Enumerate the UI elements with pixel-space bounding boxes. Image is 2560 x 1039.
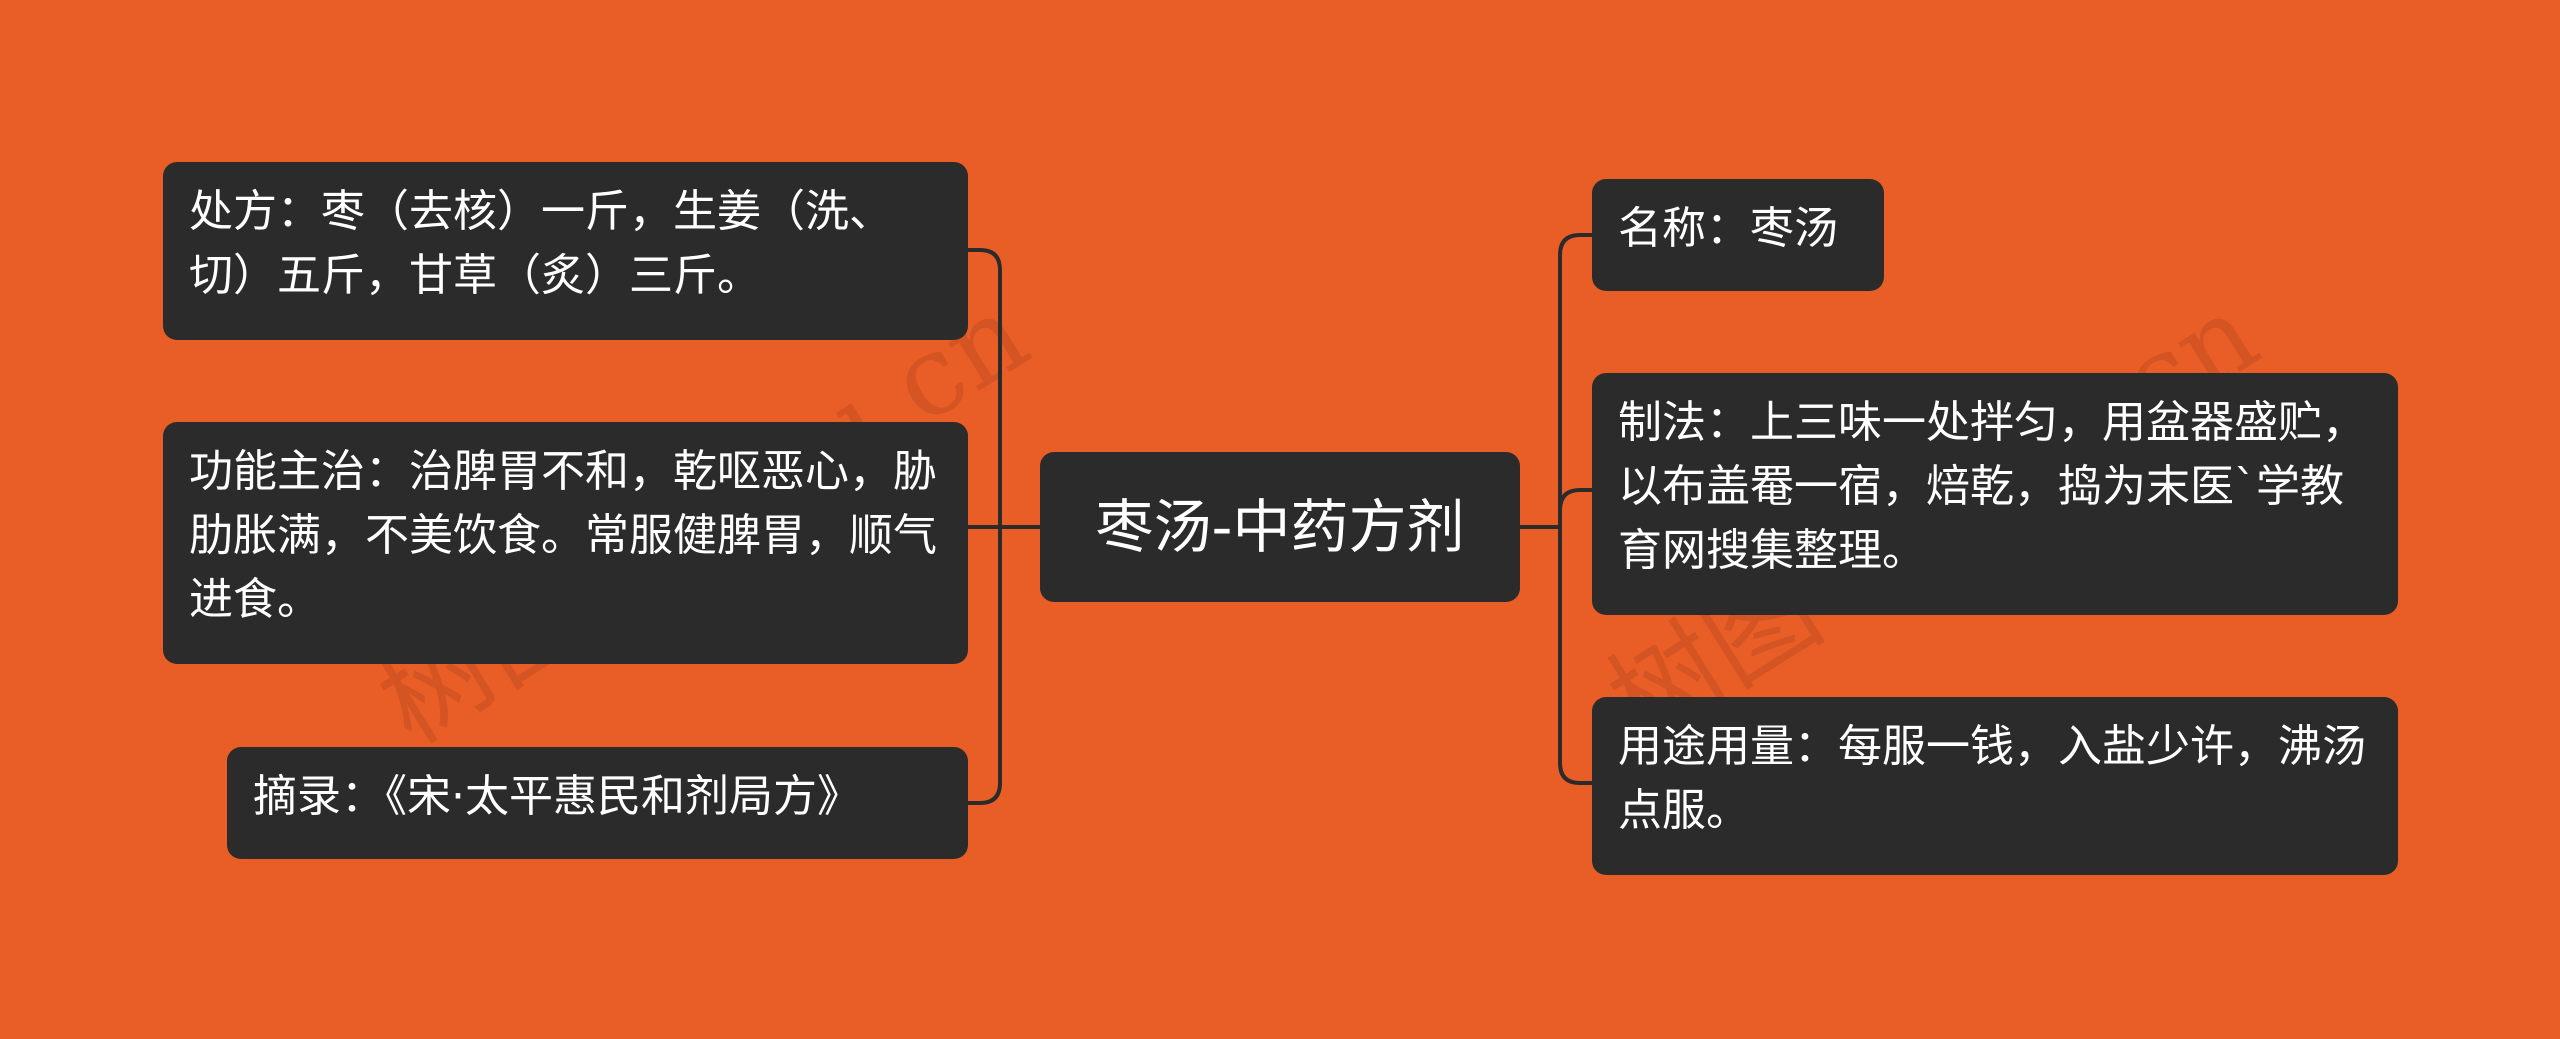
right-node-name[interactable]: 名称：枣汤 [1592,179,1884,291]
left-node-source[interactable]: 摘录：《宋·太平惠民和剂局方》 [227,747,968,859]
right-node-method[interactable]: 制法：上三味一处拌匀，用盆器盛贮，以布盖罨一宿，焙乾，捣为末医`学教育网搜集整理… [1592,373,2398,615]
connector-left-source [966,525,1002,805]
central-topic[interactable]: 枣汤-中药方剂 [1040,452,1520,602]
left-node-function[interactable]: 功能主治：治脾胃不和，乾呕恶心，胁肋胀满，不美饮食。常服健脾胃，顺气进食。 [163,422,968,664]
connector-right-name [1558,233,1594,529]
connector-right-method [1558,488,1594,529]
right-node-usage[interactable]: 用途用量：每服一钱，入盐少许，沸汤点服。 [1592,697,2398,875]
left-node-prescription[interactable]: 处方：枣（去核）一斤，生姜（洗、切）五斤，甘草（炙）三斤。 [163,162,968,340]
